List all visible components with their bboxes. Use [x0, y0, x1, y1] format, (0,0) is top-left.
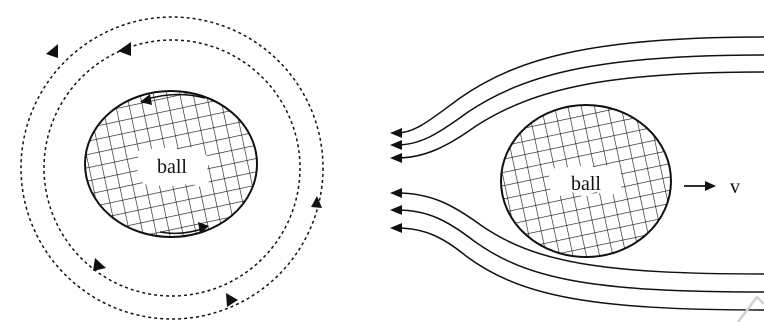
flow-arrow-icon: [390, 140, 402, 150]
flow-arrow-icon: [390, 128, 402, 138]
flow-arrow-icon: [390, 223, 402, 233]
ball-label: ball: [157, 156, 187, 178]
left-panel: ball: [21, 17, 323, 319]
velocity-arrow-icon: [705, 181, 716, 191]
flow-arrow-icon: [390, 205, 402, 215]
ball-label: ball: [571, 173, 601, 195]
circulation-arrow-icon: [46, 44, 58, 58]
velocity-label: v: [730, 176, 740, 198]
right-panel: ball v: [390, 37, 764, 310]
circulation-arrow-icon: [118, 42, 131, 56]
flow-arrow-icon: [390, 153, 402, 163]
circulation-arrow-icon: [311, 196, 322, 208]
flow-arrow-icon: [390, 188, 402, 198]
circulation-arrow-icon: [93, 258, 106, 271]
